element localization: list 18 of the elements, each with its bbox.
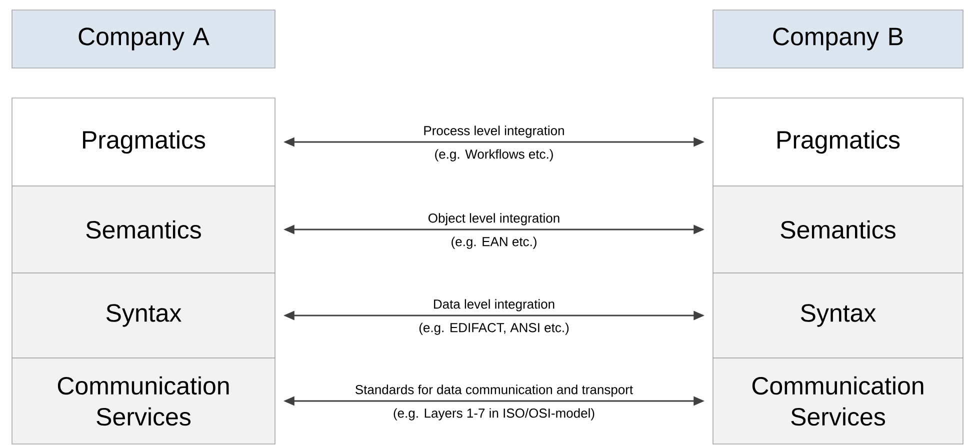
example-note: (e.g. EDIFACT, ANSI etc.) (419, 322, 569, 335)
edge-label: Standards for data communication and transport (356, 384, 633, 397)
company-header: Company A (12, 10, 276, 68)
layer-box: Semantics (712, 186, 964, 274)
layer-box: Communication Services (12, 358, 276, 444)
edge-label: Object level integration (428, 213, 560, 226)
example-note: (e.g. Layers 1-7 in ISO/OSI-model) (394, 408, 594, 420)
example-note: (e.g. EAN etc.) (452, 236, 536, 249)
edge-label: Process level integration (424, 126, 564, 138)
layer-box: Syntax (712, 272, 964, 358)
company-header: Company B (712, 10, 964, 68)
layer-box: Semantics (12, 186, 276, 274)
edge-label: Data level integration (434, 299, 554, 312)
layer-box: Syntax (12, 272, 276, 358)
layer-box: Pragmatics (712, 98, 964, 186)
layer-box: Communication Services (712, 358, 964, 444)
layer-box: Pragmatics (12, 98, 276, 186)
example-note: (e.g. Workflows etc.) (435, 149, 553, 162)
